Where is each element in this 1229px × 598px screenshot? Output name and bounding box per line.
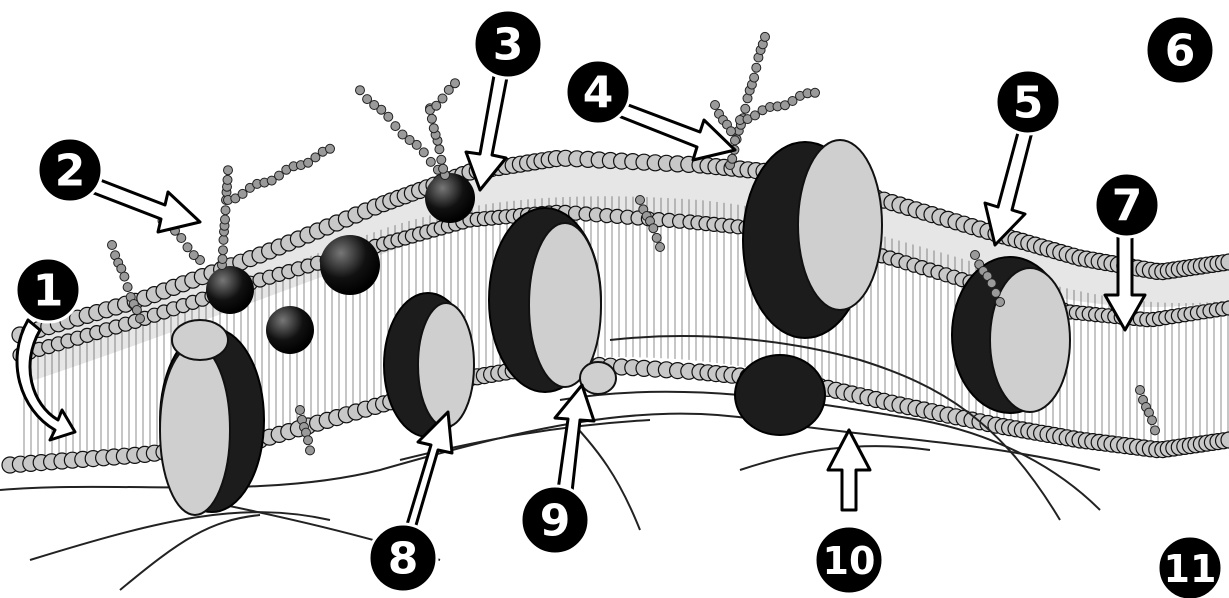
carbohydrate-bead	[731, 136, 740, 145]
carbohydrate-bead	[451, 79, 460, 88]
carbohydrate-bead	[432, 101, 441, 110]
label-11: 11	[1158, 536, 1222, 598]
carbohydrate-bead	[728, 154, 737, 163]
carbohydrate-bead	[996, 298, 1005, 307]
carbohydrate-bead	[656, 243, 665, 252]
label-8: 8	[369, 524, 437, 592]
carbohydrate-bead	[224, 166, 233, 175]
label-4-text: 4	[583, 68, 614, 119]
carbohydrate-bead	[120, 272, 129, 281]
label-3-text: 3	[493, 20, 524, 71]
carbohydrate-bead	[1151, 426, 1160, 435]
arrow-10	[828, 430, 870, 510]
carbohydrate-bead	[750, 73, 759, 82]
transmembrane-protein-e	[952, 257, 1070, 413]
carbohydrate-bead	[223, 175, 232, 184]
label-5-text: 5	[1013, 78, 1044, 129]
label-9-text: 9	[540, 496, 571, 547]
carbohydrate-bead	[384, 112, 393, 121]
carbohydrate-bead	[752, 63, 761, 72]
arrow-5	[985, 125, 1033, 245]
carbohydrate-bead	[363, 95, 372, 104]
carbohydrate-bead	[221, 215, 230, 224]
label-1: 1	[16, 258, 80, 322]
carbohydrate-bead	[636, 196, 645, 205]
carbohydrate-bead	[1136, 386, 1145, 395]
carbohydrate-bead	[296, 406, 305, 415]
carbohydrate-bead	[218, 255, 227, 264]
carbohydrate-bead	[189, 251, 198, 260]
transmembrane-protein-b	[384, 293, 474, 437]
carbohydrate-bead	[761, 32, 770, 41]
carbohydrate-bead	[356, 86, 365, 95]
carbohydrate-bead	[108, 241, 117, 250]
carbohydrate-bead	[136, 314, 145, 323]
carbohydrate-bead	[991, 288, 1000, 297]
label-3: 3	[474, 10, 542, 78]
label-2: 2	[38, 138, 102, 202]
carbohydrate-bead	[306, 446, 315, 455]
label-10: 10	[815, 526, 883, 594]
carbohydrate-bead	[711, 101, 720, 110]
carbohydrate-bead	[183, 243, 192, 252]
arrow-2	[91, 178, 200, 232]
carbohydrate-bead	[177, 234, 186, 243]
carbohydrate-bead	[435, 145, 444, 154]
carbohydrate-bead	[219, 246, 228, 255]
carbohydrate-bead	[987, 279, 996, 288]
carbohydrate-bead	[741, 104, 750, 113]
carbohydrate-bead	[811, 88, 820, 97]
label-2-text: 2	[55, 146, 86, 197]
carbohydrate-bead	[426, 157, 435, 166]
label-6: 6	[1146, 16, 1214, 84]
carbohydrate-bead	[123, 283, 132, 292]
carbohydrate-bead	[427, 114, 436, 123]
carbohydrate-bead	[221, 206, 230, 215]
carbohydrate-bead	[971, 251, 980, 260]
peripheral-protein-1	[206, 266, 254, 314]
label-7: 7	[1095, 173, 1159, 237]
carbohydrate-bead	[727, 127, 736, 136]
carbohydrate-bead	[419, 148, 428, 157]
peripheral-protein-3	[266, 306, 314, 354]
label-9: 9	[521, 486, 589, 554]
label-10-text: 10	[823, 539, 876, 583]
label-5: 5	[996, 70, 1060, 134]
peripheral-protein-2	[320, 235, 380, 295]
carbohydrate-bead	[219, 235, 228, 244]
carbohydrate-bead	[398, 130, 407, 139]
carbohydrate-bead	[391, 122, 400, 131]
carbohydrate-bead	[438, 94, 447, 103]
carbohydrate-bead	[649, 224, 658, 233]
label-6-text: 6	[1165, 26, 1196, 77]
carbohydrate-bead	[132, 306, 141, 315]
carbohydrate-bead	[429, 124, 438, 133]
label-7-text: 7	[1112, 181, 1143, 232]
arrow-9	[555, 385, 594, 492]
carbohydrate-bead	[304, 436, 313, 445]
carbohydrate-bead	[238, 189, 247, 198]
peripheral-protein-4	[425, 173, 475, 223]
label-1-text: 1	[33, 266, 64, 317]
label-8-text: 8	[388, 534, 419, 585]
carbohydrate-bead	[652, 233, 661, 242]
carbohydrate-bead	[439, 164, 448, 173]
carbohydrate-bead	[437, 155, 446, 164]
carbohydrate-bead	[1148, 416, 1157, 425]
carbohydrate-bead	[326, 144, 335, 153]
label-11-text: 11	[1164, 547, 1217, 591]
label-4: 4	[566, 60, 630, 124]
